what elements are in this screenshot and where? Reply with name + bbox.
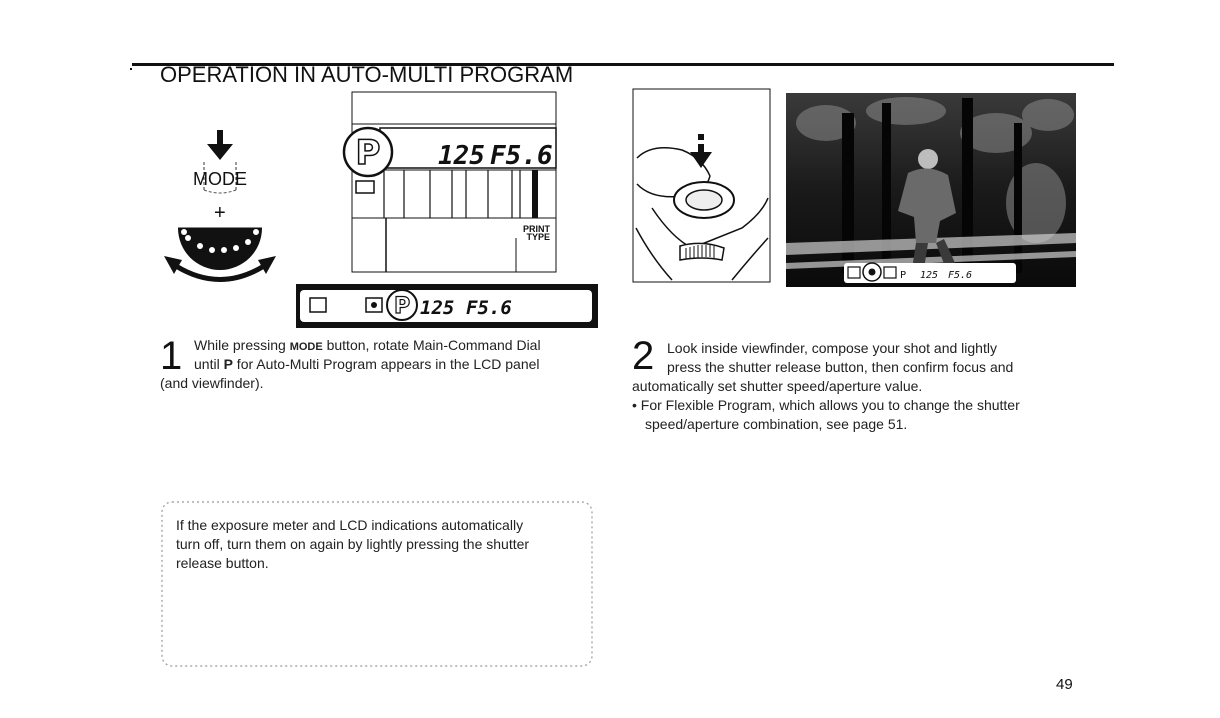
step-2-bullet-line-2: speed/aperture combination, see page 51. — [645, 416, 908, 432]
frame-icon — [309, 297, 327, 313]
step-1-line-2: until P for Auto-Multi Program appears i… — [194, 356, 540, 372]
photo-vf-aperture: F5.6 — [948, 270, 972, 281]
note-line-3: release button. — [176, 555, 269, 571]
down-arrow-icon — [207, 130, 233, 160]
step-1-line-1: While pressing MODE button, rotate Main-… — [194, 337, 541, 353]
mode-button-ref: MODE — [289, 341, 323, 353]
step-2-number: 2 — [632, 334, 655, 378]
lcd-panel-illustration: P 125 F5.6 PRINT TYPE — [342, 91, 557, 273]
note-box-border — [161, 501, 593, 667]
header-rule — [132, 63, 1114, 66]
step-2-line-1: Look inside viewfinder, compose your sho… — [667, 340, 997, 356]
lcd-shutter: 125 — [438, 141, 485, 171]
photo-vf-shutter: 125 — [920, 270, 938, 281]
command-dial-icon — [178, 227, 262, 270]
step-2-line-2: press the shutter release button, then c… — [667, 359, 1014, 375]
step-2-bullet-line-1: • For Flexible Program, which allows you… — [632, 397, 1020, 413]
mode-highlight-circle — [342, 126, 394, 178]
print-type-label-1: PRINT — [523, 224, 551, 234]
viewfinder-photo: P 125 F5.6 — [786, 93, 1076, 287]
step-1-number: 1 — [160, 334, 183, 378]
viewfinder-display-strip: P 125 F5.6 — [296, 284, 598, 328]
matrix-meter-icon — [365, 297, 383, 313]
metering-frame-icon — [355, 180, 375, 194]
print-type-label-2: TYPE — [526, 232, 550, 242]
header-rule-mark — [130, 68, 132, 70]
camera-shutter-illustration — [632, 88, 771, 283]
vf-mode-p: P — [394, 294, 410, 319]
note-line-1: If the exposure meter and LCD indication… — [176, 517, 524, 533]
photo-vf-mode: P — [900, 270, 906, 281]
press-arrow-icon — [690, 134, 712, 168]
vf-frame-icon — [847, 266, 861, 279]
lcd-mode-p: P — [356, 133, 381, 173]
vf-matrix-icon — [883, 266, 897, 279]
vf-aperture: F5.6 — [466, 297, 512, 319]
lcd-aperture: F5.6 — [490, 141, 553, 171]
plus-sign: + — [214, 202, 226, 224]
rotate-arrow-icon — [164, 256, 276, 282]
program-p-ref: P — [223, 356, 233, 372]
page-number: 49 — [1056, 676, 1073, 693]
step-1-line-3: (and viewfinder). — [160, 375, 264, 391]
mode-button-icon: MODE — [193, 162, 247, 194]
note-line-2: turn off, turn them on again by lightly … — [176, 536, 530, 552]
step-2-line-3: automatically set shutter speed/aperture… — [632, 378, 923, 394]
mode-button-label: MODE — [193, 169, 247, 189]
vf-shutter: 125 — [420, 297, 454, 319]
mode-highlight-circle-vf — [386, 289, 418, 321]
mode-dial-illustration: MODE + — [164, 130, 276, 282]
person-silhouette — [898, 149, 956, 269]
page-title: OPERATION IN AUTO-MULTI PROGRAM — [160, 62, 574, 87]
